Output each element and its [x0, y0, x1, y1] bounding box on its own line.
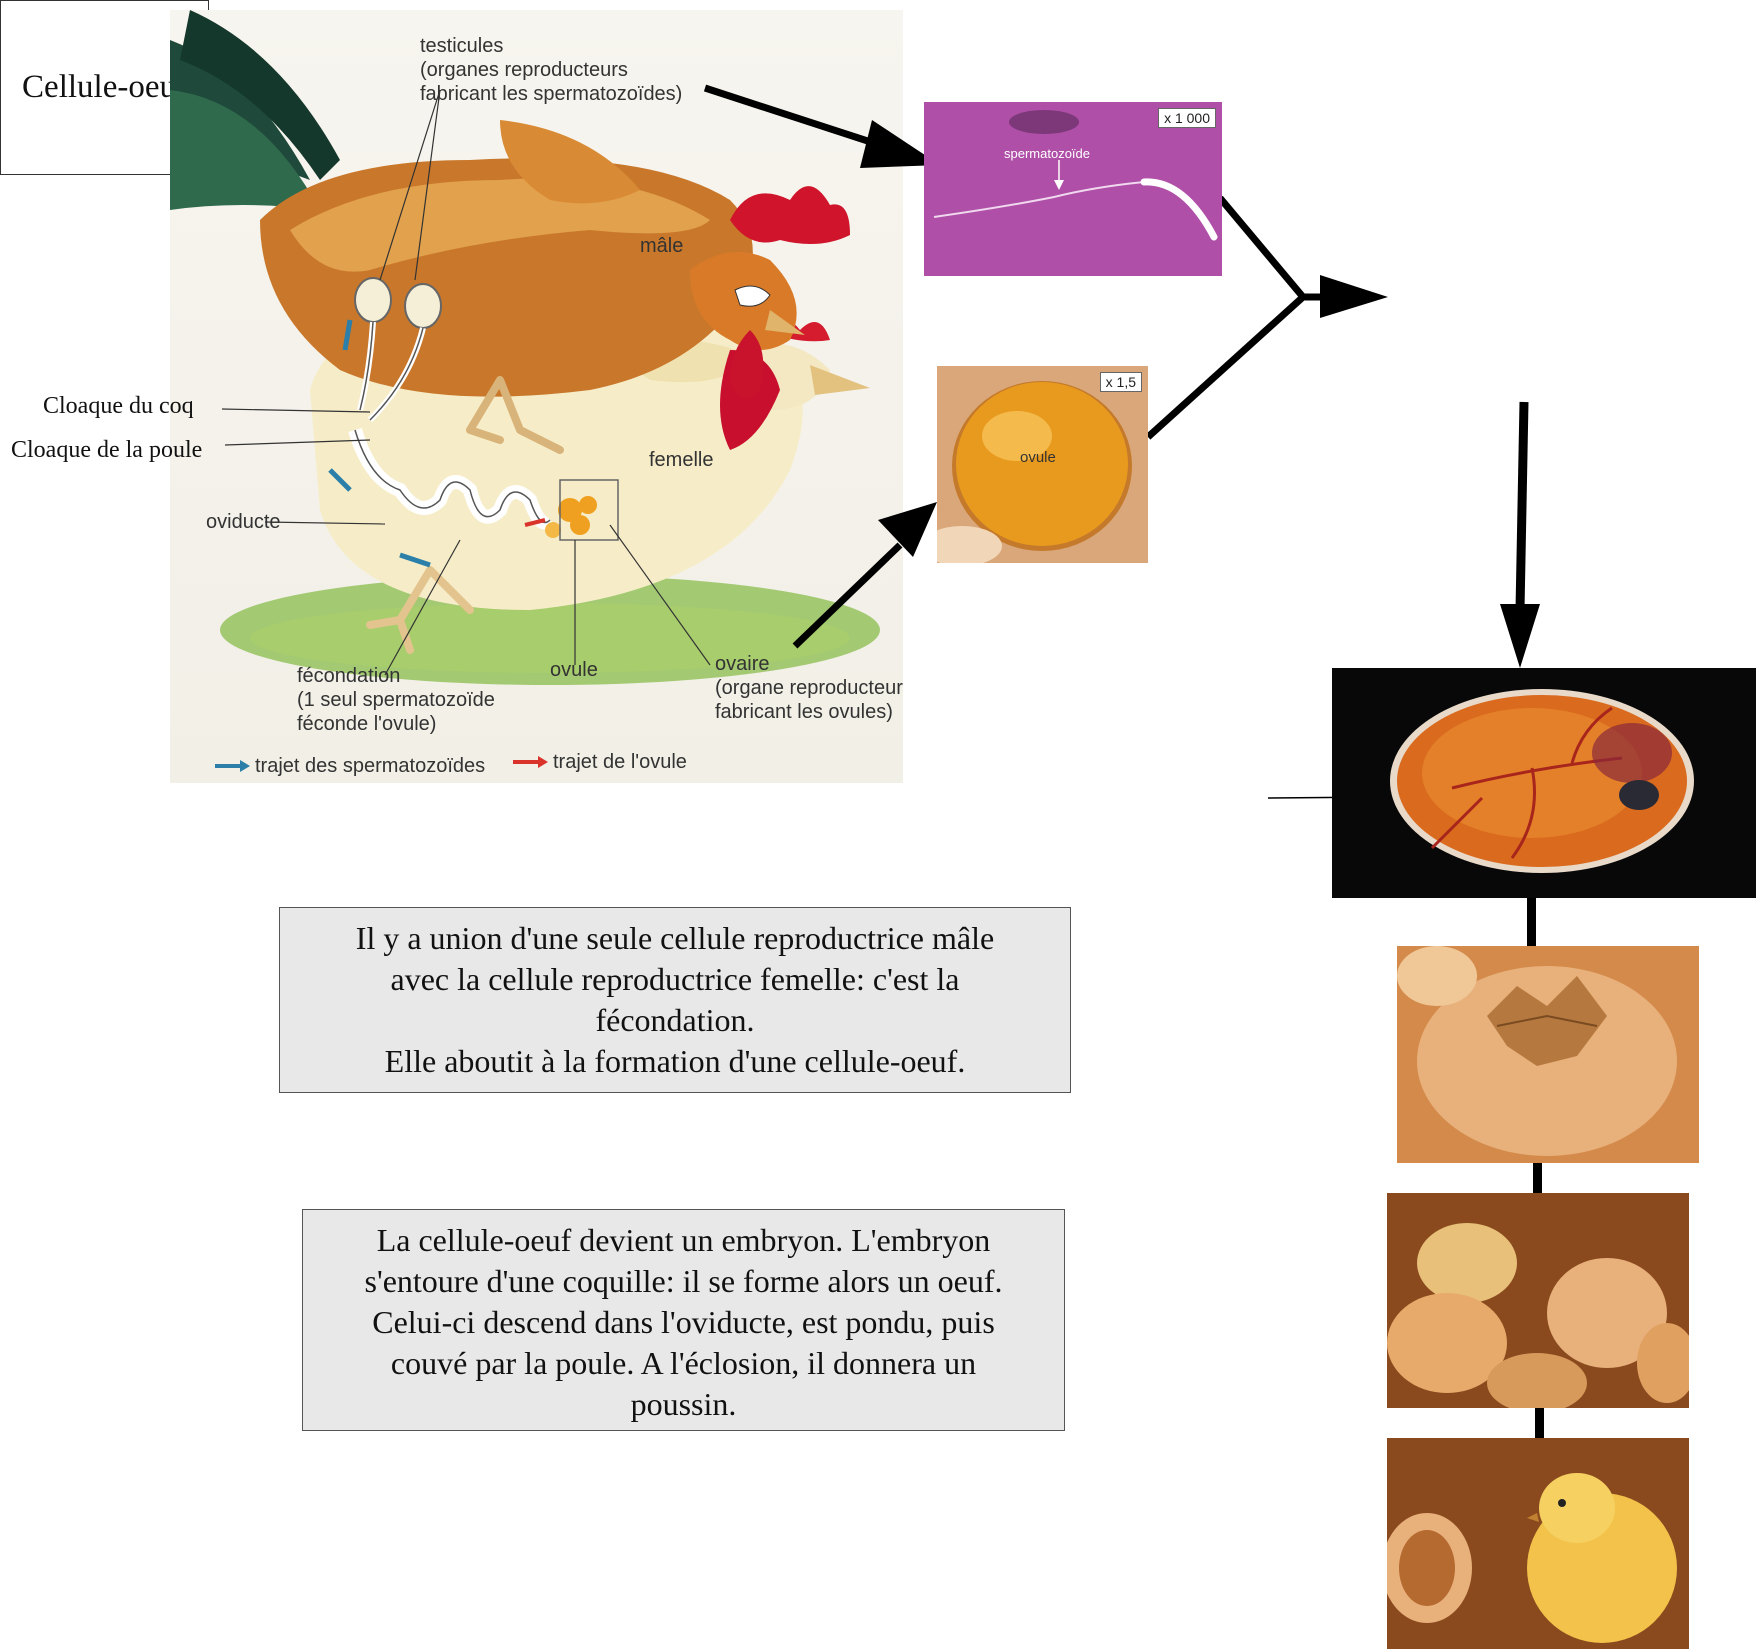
- sperm-label: spermatozoïde: [1004, 146, 1090, 161]
- development-line: La cellule-oeuf devient un embryon. L'em…: [376, 1222, 991, 1258]
- reproduction-illustration: testicules (organes reproducteurs fabric…: [170, 10, 903, 783]
- stage-connector: [1533, 1163, 1542, 1193]
- development-line: Celui-ci descend dans l'oviducte, est po…: [372, 1304, 995, 1340]
- fertilization-line: Elle aboutit à la formation d'une cellul…: [384, 1043, 966, 1079]
- chick-emerging-image: [1387, 1193, 1689, 1408]
- ovule-photo-label: ovule: [1020, 449, 1056, 466]
- cracked-egg-image: [1397, 946, 1699, 1163]
- legend-sperm-path: trajet des spermatozoïdes: [255, 755, 486, 777]
- sperm-magnification: x 1 000: [1158, 108, 1216, 128]
- stage-connector: [1535, 1408, 1544, 1438]
- chick-photo: [1387, 1438, 1689, 1649]
- fertilization-line: fécondation.: [595, 1002, 755, 1038]
- development-explanation: La cellule-oeuf devient un embryon. L'em…: [302, 1209, 1065, 1431]
- newborn-chick-image: [1387, 1438, 1689, 1649]
- cloaque-poule-label: Cloaque de la poule: [11, 437, 203, 463]
- male-label: mâle: [640, 235, 684, 257]
- embryo-photo: [1332, 668, 1756, 898]
- ovule-label: ovule: [550, 659, 598, 681]
- embryo-in-egg-image: [1332, 668, 1756, 898]
- hatching-egg-photo: [1397, 946, 1699, 1163]
- fertilization-line: avec la cellule reproductrice femelle: c…: [390, 961, 960, 997]
- sperm-photo: x 1 000 spermatozoïde: [924, 102, 1222, 276]
- ovule-magnification: x 1,5: [1099, 372, 1142, 392]
- stage-connector: [1527, 898, 1536, 946]
- legend-ovule-path: trajet de l'ovule: [553, 751, 687, 773]
- fertilization-line: Il y a union d'une seule cellule reprodu…: [355, 920, 995, 956]
- emerging-chick-photo: [1387, 1193, 1689, 1408]
- cloaque-coq-label: Cloaque du coq: [43, 393, 194, 419]
- oviducte-label: oviducte: [206, 511, 281, 533]
- testicules-label: testicules (organes reproducteurs fabric…: [420, 35, 683, 105]
- ovule-photo: x 1,5 ovule: [937, 366, 1148, 563]
- fecondation-label: fécondation (1 seul spermatozoïde fécond…: [297, 665, 495, 735]
- development-line: couvé par la poule. A l'éclosion, il don…: [390, 1345, 977, 1381]
- femelle-label: femelle: [649, 449, 714, 471]
- chicken-mating-drawing: [170, 10, 880, 772]
- development-line: s'entoure d'une coquille: il se forme al…: [364, 1263, 1003, 1299]
- ovaire-label: ovaire (organe reproducteur fabricant le…: [715, 653, 903, 723]
- development-line: poussin.: [630, 1386, 737, 1422]
- fertilization-explanation: Il y a union d'une seule cellule reprodu…: [279, 907, 1071, 1093]
- sperm-micrograph: [924, 102, 1222, 276]
- ovule-image: [937, 366, 1148, 563]
